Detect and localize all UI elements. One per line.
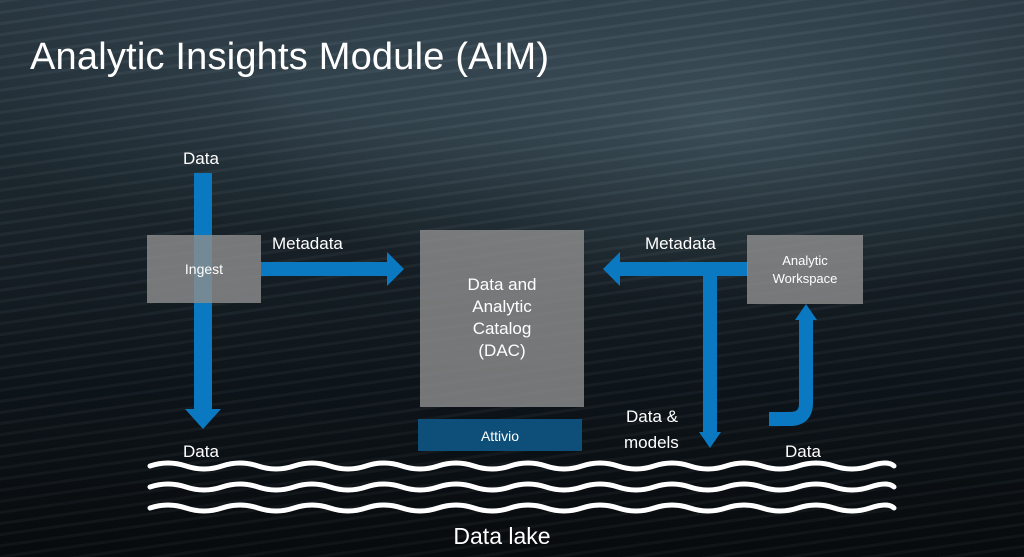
catalog-label-line4: (DAC): [478, 341, 525, 360]
workspace-node[interactable]: [747, 235, 863, 304]
data-models-arrow: [699, 262, 721, 448]
attivio-label: Attivio: [481, 428, 519, 444]
catalog-label-line2: Analytic: [472, 297, 532, 316]
catalog-node[interactable]: [420, 230, 584, 407]
ingest-label: Ingest: [185, 261, 223, 277]
workspace-label-line1: Analytic: [782, 253, 828, 268]
data-lake-waves: [147, 460, 897, 514]
metadata-left-label: Metadata: [272, 234, 343, 253]
ingest-node[interactable]: [147, 235, 261, 303]
metadata-right-label: Metadata: [645, 234, 716, 253]
data-models-label-line1: Data &: [626, 407, 679, 426]
page-title: Analytic Insights Module (AIM): [30, 36, 550, 78]
data-bottom-right-label: Data: [785, 442, 821, 461]
data-models-label-line2: models: [624, 433, 679, 452]
workspace-label-line2: Workspace: [773, 271, 838, 286]
metadata-arrow-from-workspace: [603, 252, 748, 286]
metadata-arrow-to-catalog: [261, 252, 404, 286]
data-top-label: Data: [183, 149, 219, 168]
data-to-workspace-arrow: [769, 304, 817, 426]
catalog-label-line3: Catalog: [473, 319, 532, 338]
data-lake-label: Data lake: [453, 523, 550, 549]
data-bottom-left-label: Data: [183, 442, 219, 461]
catalog-label-line1: Data and: [468, 275, 537, 294]
attivio-node[interactable]: [418, 419, 582, 451]
